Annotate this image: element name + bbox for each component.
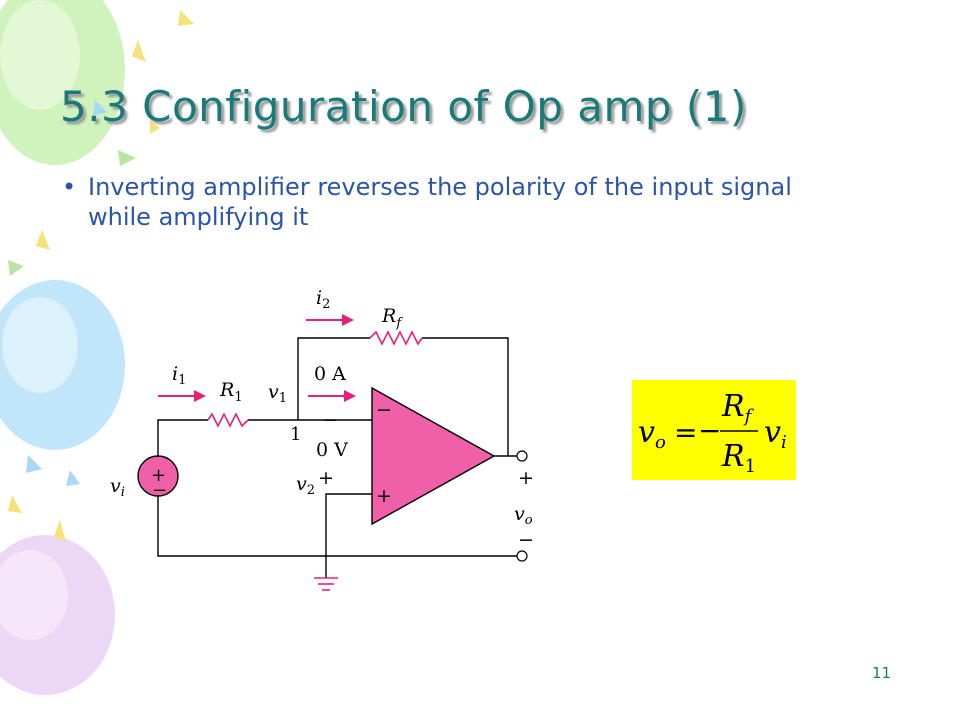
label-rf: Rf (381, 305, 403, 331)
arrow-zero-a (308, 390, 356, 402)
page-number: 11 (872, 664, 892, 682)
resistor-r1 (207, 412, 249, 428)
resistor-rf (369, 330, 423, 346)
wire-bottom (157, 496, 518, 557)
wire-feedback-left (297, 337, 370, 420)
formula-numerator: Rf (721, 389, 755, 427)
label-r1: R1 (219, 379, 243, 405)
opamp-minus-terminal: − (376, 399, 392, 421)
streamer-yellow (36, 230, 50, 250)
bullet-item: • Inverting amplifier reverses the polar… (62, 172, 862, 232)
gain-formula-box: vo = − Rf R1 vi (632, 380, 796, 480)
output-terminal-top (516, 450, 528, 462)
label-plus-left: + (318, 467, 334, 489)
formula-denominator: R1 (721, 439, 756, 477)
streamer-yellow (54, 520, 66, 542)
formula-minus: − (698, 414, 721, 447)
formula-lhs: vo (638, 415, 666, 453)
bullet-text: Inverting amplifier reverses the polarit… (88, 173, 792, 231)
streamer-yellow (150, 120, 160, 134)
label-vo: vo (514, 503, 533, 528)
streamer-yellow (178, 10, 194, 26)
streamer-yellow (8, 495, 22, 513)
streamer-blue (66, 470, 80, 486)
wire-feedback-right (422, 337, 509, 456)
streamer-green (8, 260, 24, 276)
label-zero-v: 0 V (316, 439, 348, 461)
formula-equals: = (674, 416, 697, 449)
inverting-amplifier-circuit: i2 Rf i1 R1 v1 0 A 1 − 0 V + − + + − vi … (110, 287, 534, 591)
label-node-1: 1 (290, 424, 301, 445)
ground-icon (314, 577, 338, 591)
label-v1: v1 (268, 381, 287, 406)
balloon-green (0, 0, 125, 165)
source-plus: + (151, 465, 166, 486)
source-minus: − (152, 480, 167, 501)
label-v2: v2 (296, 473, 315, 498)
output-terminal-bottom (516, 550, 528, 562)
streamer-blue (93, 100, 107, 116)
label-minus-left: − (322, 409, 338, 431)
opamp-plus-terminal: + (376, 485, 392, 507)
balloon-blue (0, 280, 125, 450)
label-zero-a: 0 A (314, 363, 346, 385)
output-plus: + (518, 467, 534, 489)
label-vi: vi (110, 475, 125, 500)
balloon-purple (0, 535, 115, 695)
streamer-green (118, 150, 136, 166)
slide-title: 5.3 Configuration of Op amp (1) (60, 82, 747, 131)
wire-noninverting (325, 493, 372, 578)
bullet-dot: • (62, 173, 77, 201)
gain-formula: vo = − Rf R1 vi (638, 389, 787, 477)
output-minus: − (518, 529, 534, 551)
wire-source-top (157, 419, 208, 456)
label-i1: i1 (172, 363, 186, 388)
formula-rhs: vi (764, 415, 787, 453)
arrow-i1 (158, 390, 206, 402)
streamer-blue (26, 455, 42, 473)
arrow-i2 (306, 314, 354, 326)
streamer-yellow (132, 40, 146, 62)
voltage-source (137, 455, 179, 497)
label-i2: i2 (316, 287, 330, 312)
opamp-triangle (371, 386, 496, 526)
